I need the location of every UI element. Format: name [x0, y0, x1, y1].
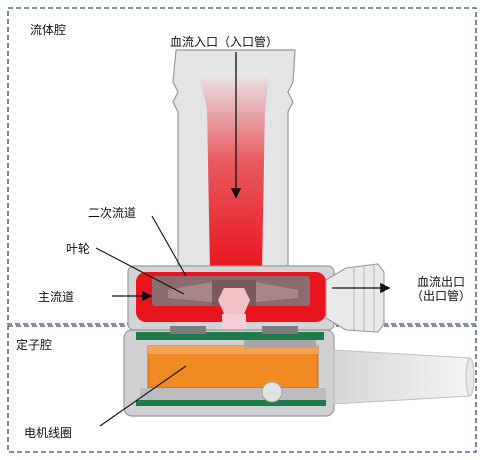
fluid-chamber-label: 流体腔 — [30, 23, 67, 37]
pcb-top-chip-left — [170, 326, 206, 334]
blood-inlet-label: 血流入口（入口管） — [170, 35, 279, 49]
impeller-hub-cap — [218, 288, 250, 314]
shaft — [222, 314, 246, 330]
stator-base — [140, 388, 326, 402]
blood-outlet-line1: 血流出口 — [416, 275, 465, 289]
impeller-blade-right — [256, 282, 298, 302]
pcb-top — [136, 332, 324, 340]
pcb-top-chip-right — [262, 326, 298, 334]
motor-coil-leader — [99, 365, 187, 427]
stator-bearing — [261, 381, 283, 403]
stator-shaft-seat — [244, 340, 316, 348]
main-channel-label: 主流道 — [38, 290, 75, 304]
impeller-label: 叶轮 — [66, 242, 91, 256]
outlet-connector — [325, 263, 385, 333]
impeller-leader — [95, 247, 185, 295]
impeller-blade-left — [168, 282, 212, 302]
coil-core — [148, 346, 318, 354]
blood-outlet-line2: （出口管） — [410, 289, 471, 303]
pcb-bottom — [136, 400, 326, 406]
stator-chamber-label: 定子腔 — [16, 338, 53, 352]
blood-outlet-label: 血流出口 （出口管） — [404, 275, 478, 303]
inlet-blood-flow — [198, 72, 270, 270]
cable-tube-end — [465, 357, 475, 397]
secondary-channel-leader — [151, 215, 187, 277]
secondary-channel-label: 二次流道 — [88, 206, 137, 220]
motor-coil-label: 电机线圈 — [24, 426, 73, 440]
cable-tube — [333, 349, 471, 405]
